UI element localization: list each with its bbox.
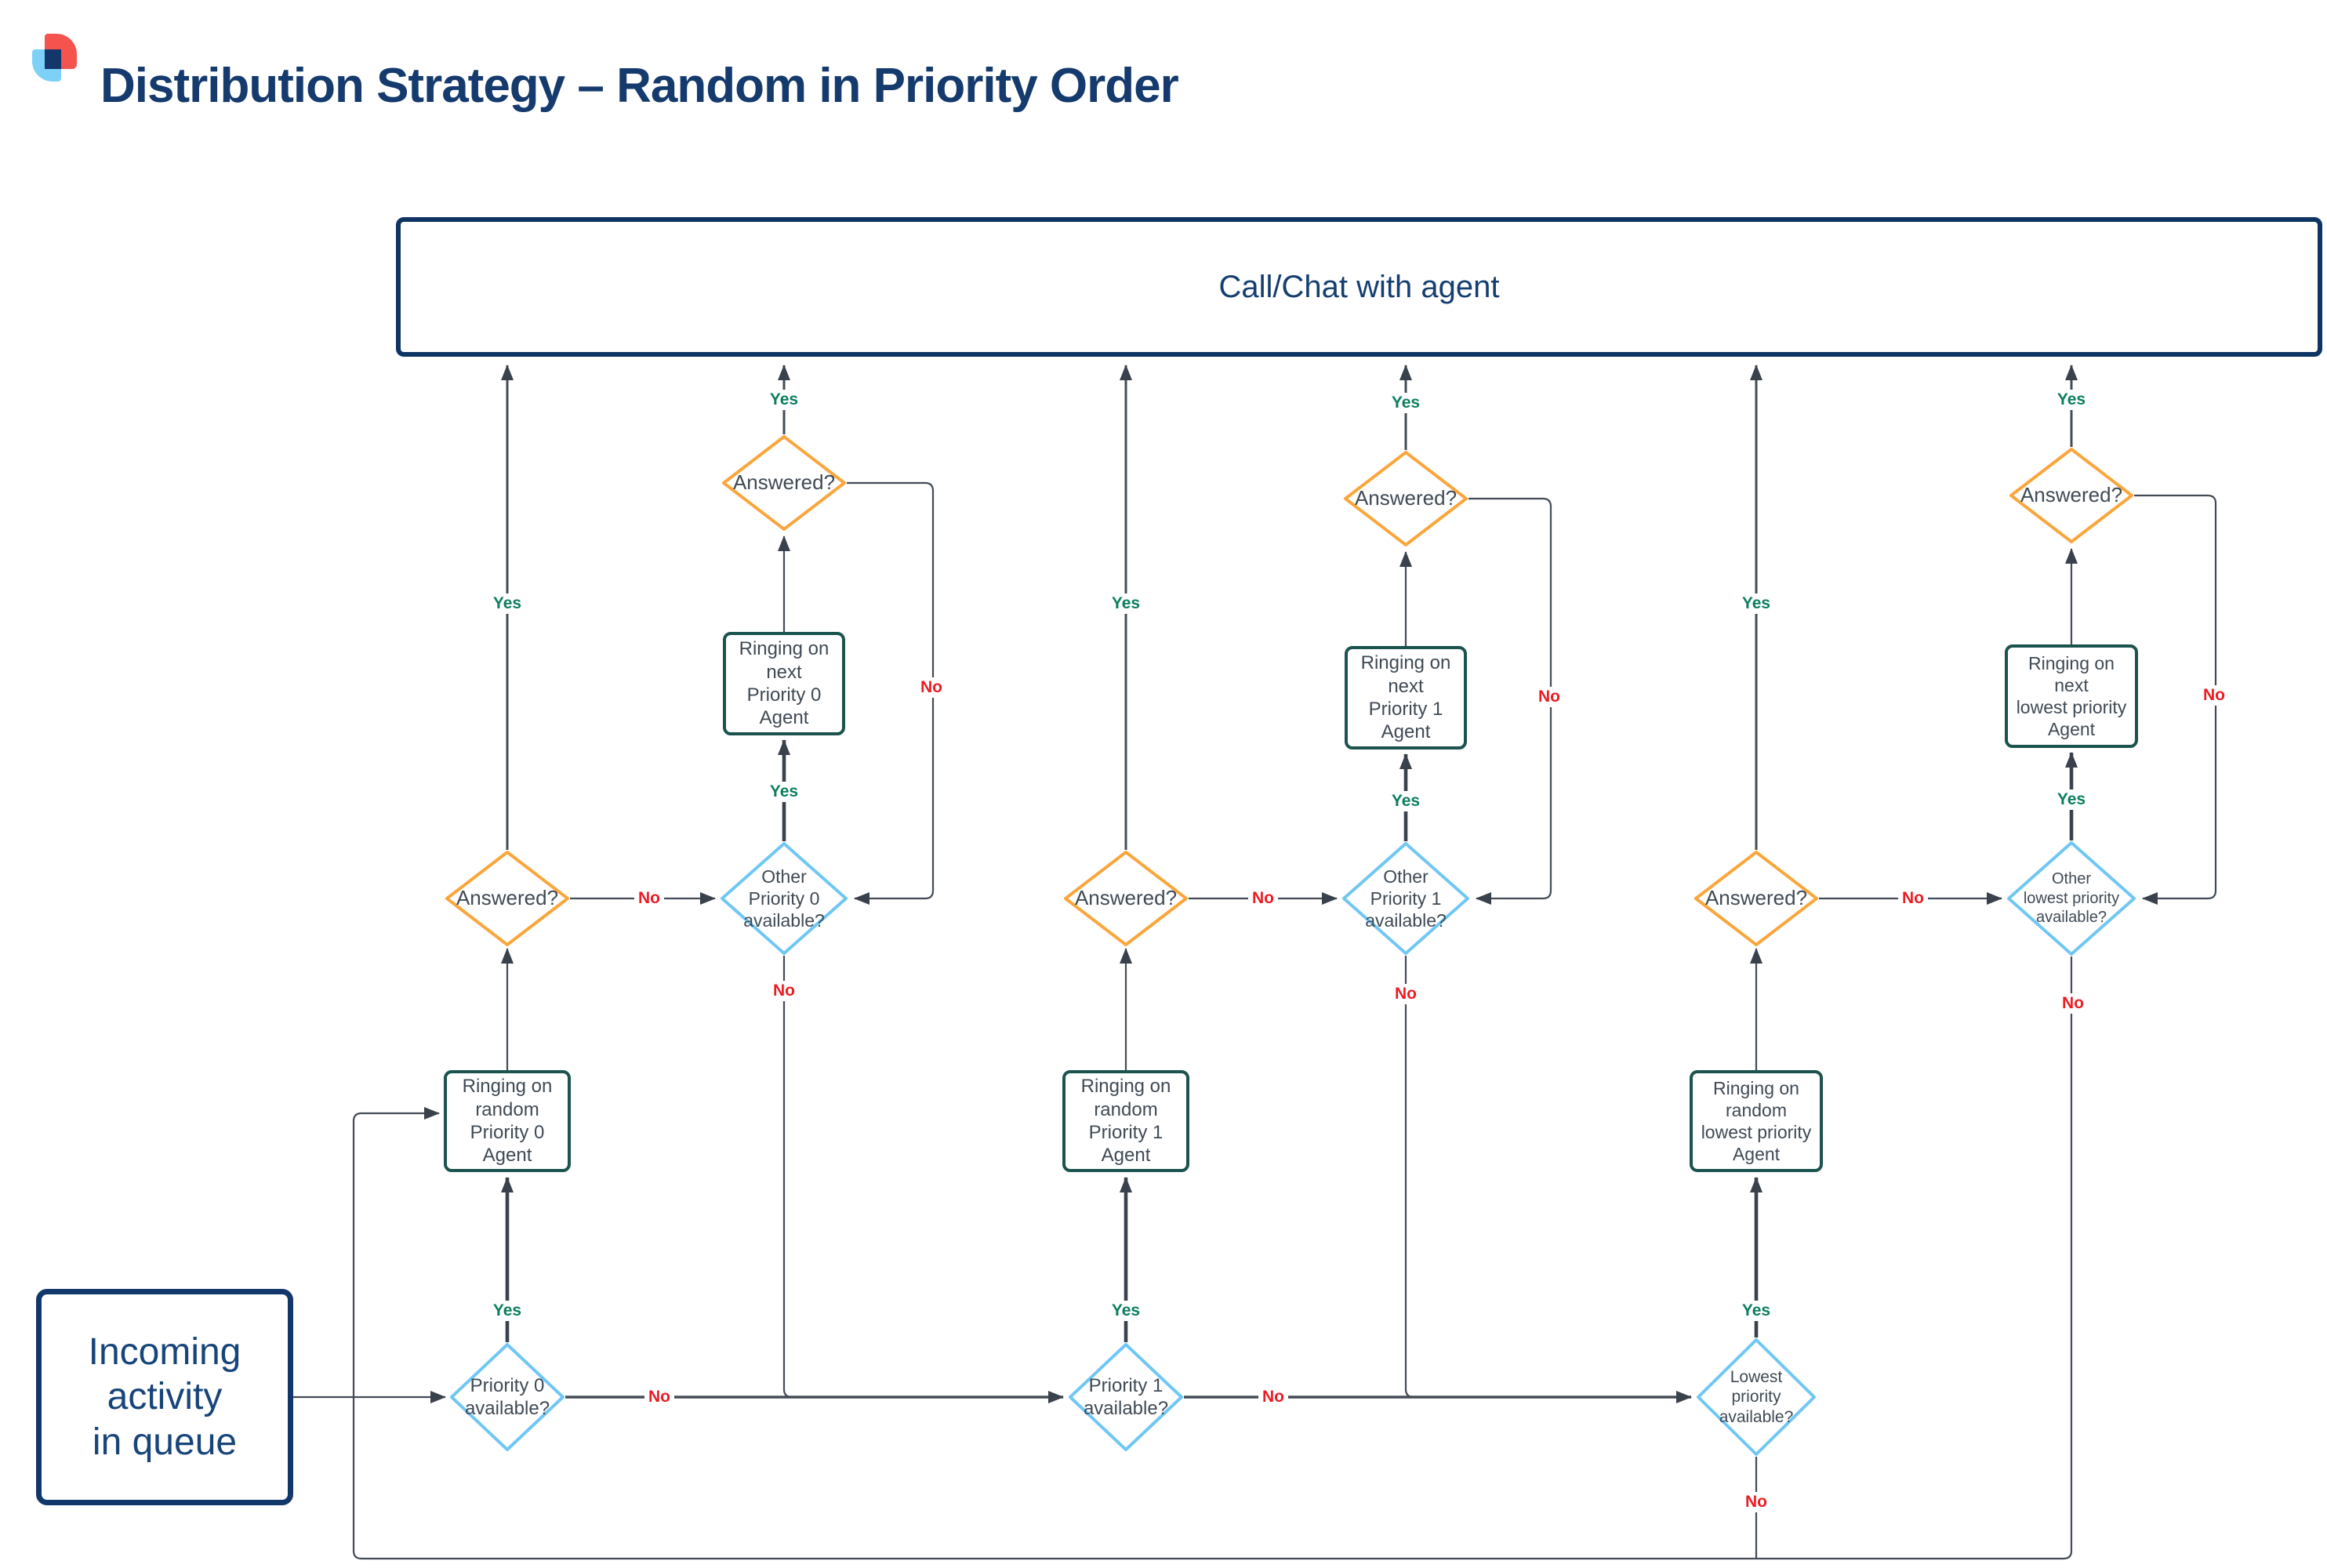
decision-other-p1-available: Other Priority 1 available?: [1341, 841, 1470, 956]
decision-other-p0-available: Other Priority 0 available?: [720, 841, 848, 956]
edge-label-no: No: [769, 981, 799, 1001]
process-ringing-next-lowest: Ringing on next lowest priority Agent: [2005, 644, 2138, 748]
edge-label-no: No: [2058, 993, 2088, 1014]
decision-answered-next-lowest: Answered?: [2009, 447, 2134, 544]
decision-answered-next-p1: Answered?: [1343, 450, 1468, 547]
brand-logo-icon: [32, 34, 79, 82]
decision-p1-available: Priority 1 available?: [1068, 1342, 1184, 1452]
edge-label-yes: Yes: [2053, 789, 2090, 810]
edge-label-yes: Yes: [1737, 593, 1775, 614]
edge-bottom-retry-loop: [352, 956, 2073, 1560]
edge-label-no: No: [1258, 1387, 1288, 1407]
logo-overlap-shape: [45, 49, 61, 69]
edge-label-yes: Yes: [488, 1301, 526, 1321]
process-ringing-next-p1: Ringing on next Priority 1 Agent: [1345, 646, 1467, 750]
call-chat-label: Call/Chat with agent: [1218, 269, 1500, 304]
edge-label-no: No: [1248, 888, 1278, 909]
decision-answered-lowest: Answered?: [1694, 850, 1819, 947]
decision-answered-p1: Answered?: [1063, 850, 1189, 947]
edge-label-no: No: [1898, 888, 1928, 909]
page-title: Distribution Strategy – Random in Priori…: [100, 59, 1179, 113]
edge-label-no: No: [917, 677, 946, 698]
edge-label-yes: Yes: [1107, 593, 1145, 614]
edge-other-p1-no-drop: [1404, 956, 1414, 1399]
edge-label-yes: Yes: [1737, 1301, 1775, 1321]
edge-label-yes: Yes: [765, 782, 803, 802]
process-ringing-next-p0: Ringing on next Priority 0 Agent: [723, 632, 845, 735]
process-ringing-random-p1: Ringing on random Priority 1 Agent: [1062, 1070, 1189, 1172]
call-chat-with-agent-node: Call/Chat with agent: [396, 217, 2322, 357]
edge-label-no: No: [634, 888, 664, 909]
process-ringing-random-p0: Ringing on random Priority 0 Agent: [444, 1070, 571, 1172]
edge-label-no: No: [2199, 685, 2229, 706]
edge-label-no: No: [1534, 687, 1564, 707]
edge-label-yes: Yes: [1387, 791, 1425, 811]
process-ringing-random-lowest: Ringing on random lowest priority Agent: [1690, 1070, 1823, 1172]
edge-label-yes: Yes: [2053, 390, 2090, 410]
decision-answered-next-p0: Answered?: [721, 434, 847, 532]
edge-other-p0-no-drop: [782, 956, 793, 1399]
edge-label-yes: Yes: [1387, 393, 1425, 413]
decision-answered-p0: Answered?: [445, 850, 570, 947]
edge-label-yes: Yes: [765, 390, 803, 410]
edge-label-no: No: [1741, 1492, 1771, 1512]
decision-lowest-available: Lowest priority available?: [1696, 1338, 1817, 1457]
decision-other-lowest-available: Other lowest priority available?: [2006, 840, 2136, 956]
incoming-activity-label: Incoming activity in queue: [88, 1330, 241, 1463]
edge-label-no: No: [1391, 984, 1421, 1004]
edge-label-no: No: [644, 1387, 674, 1407]
edge-label-yes: Yes: [488, 593, 526, 614]
incoming-activity-node: Incoming activity in queue: [36, 1289, 293, 1505]
decision-p0-available: Priority 0 available?: [449, 1342, 565, 1452]
edge-label-yes: Yes: [1107, 1301, 1145, 1321]
